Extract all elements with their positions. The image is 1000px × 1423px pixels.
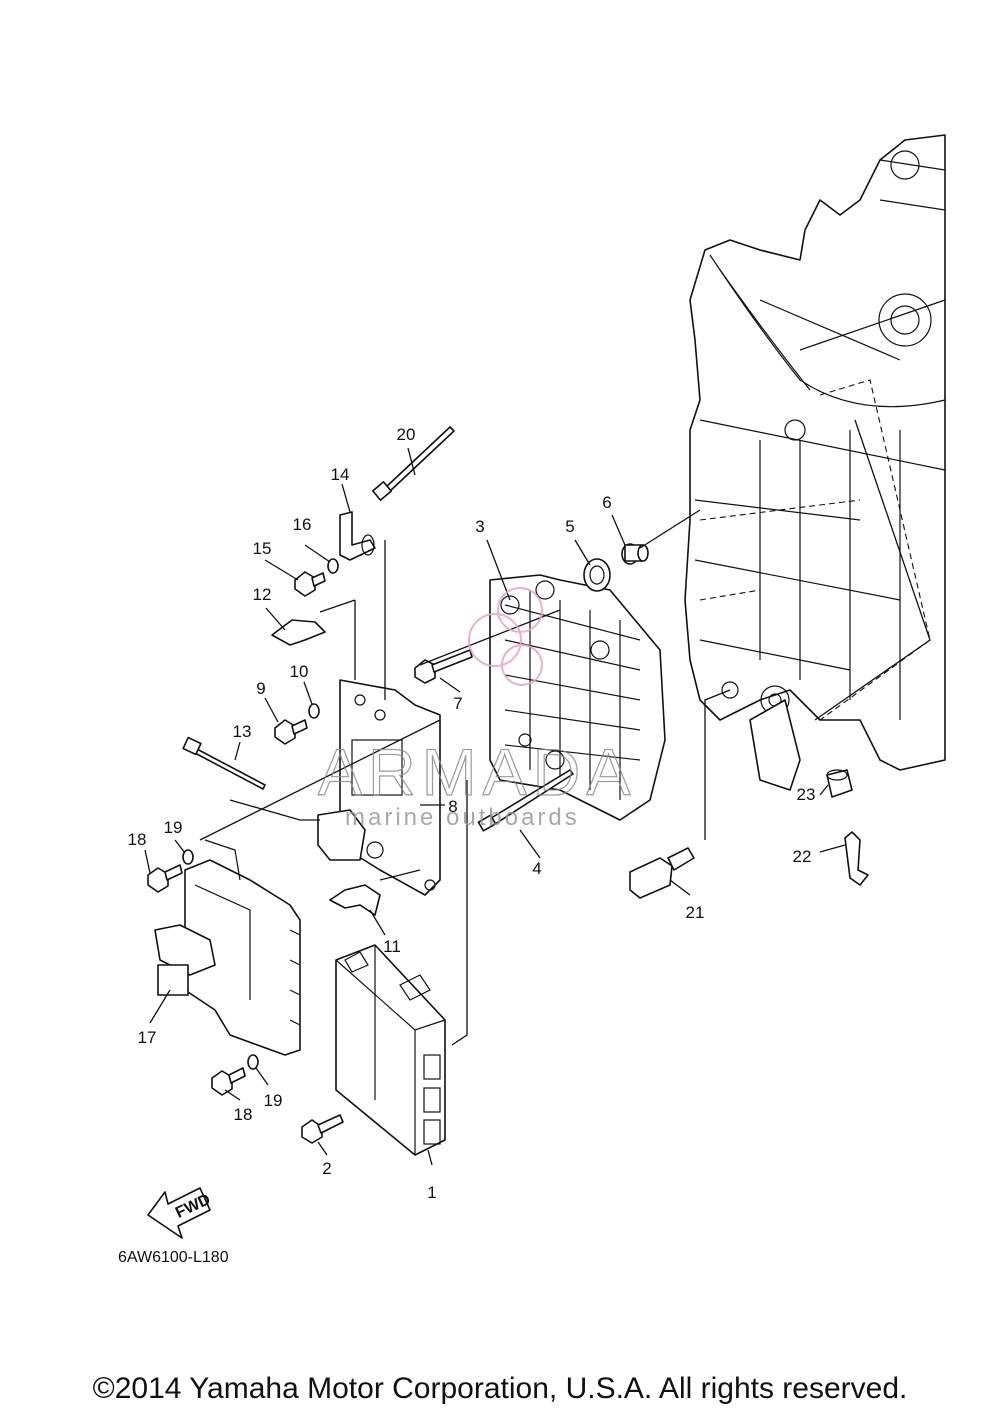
callout-numbers: 1 2 3 4 5 6 7 8 9 10 11 12 13 14 15 16 1…: [128, 425, 816, 1202]
watermark-logo-icon: [468, 587, 543, 686]
part-7-bolt: [414, 649, 473, 684]
callout-10: 10: [290, 662, 309, 681]
callout-2: 2: [322, 1159, 331, 1178]
leader-lines: [144, 419, 931, 1166]
part-13-cable-tie: [182, 736, 266, 790]
callout-16: 16: [293, 515, 312, 534]
callout-23: 23: [797, 785, 816, 804]
part-2-bolt: [301, 1114, 344, 1144]
part-19-washer-upper: [182, 849, 194, 865]
callout-13: 13: [233, 722, 252, 741]
part-4-cable-tie: [477, 769, 574, 832]
part-21-sensor: [629, 847, 695, 899]
watermark-brand: ARMADA: [318, 735, 636, 809]
part-14-clip: [339, 511, 376, 561]
part-8-plate: [317, 679, 441, 896]
callout-18-upper: 18: [128, 830, 147, 849]
callout-8: 8: [448, 797, 457, 816]
callout-18-lower: 18: [234, 1105, 253, 1124]
part-22-sensor: [844, 831, 869, 886]
part-19-washer-lower: [247, 1054, 259, 1070]
callout-9: 9: [256, 679, 265, 698]
part-17-plate: [154, 839, 301, 1056]
callout-6: 6: [602, 493, 611, 512]
callout-7: 7: [453, 694, 462, 713]
callout-19-upper: 19: [164, 818, 183, 837]
part-16-washer: [327, 558, 339, 574]
fwd-arrow: FWD: [147, 1187, 213, 1239]
copyright-notice: ©2014 Yamaha Motor Corporation, U.S.A. A…: [92, 1372, 908, 1405]
watermark-tagline: marine outboards: [345, 804, 580, 831]
callout-5: 5: [565, 517, 574, 536]
callout-21: 21: [686, 903, 705, 922]
part-23-grommet: [826, 769, 853, 798]
callout-14: 14: [331, 465, 350, 484]
part-9-bolt: [274, 719, 308, 745]
drawing-code: 6AW6100-L180: [118, 1249, 229, 1266]
watermark: ARMADA marine outboards: [317, 587, 636, 831]
part-18-bolt-lower: [211, 1067, 246, 1096]
engine-block: [684, 134, 946, 791]
callout-3: 3: [475, 517, 484, 536]
callout-11: 11: [383, 937, 401, 956]
part-11-clamp: [329, 884, 381, 916]
callout-20: 20: [397, 425, 416, 444]
part-1-ecu: [335, 944, 446, 1156]
callout-17: 17: [138, 1028, 157, 1047]
callout-12: 12: [253, 585, 272, 604]
part-18-bolt-upper: [147, 864, 183, 893]
callout-4: 4: [532, 859, 541, 878]
part-10-washer: [308, 703, 320, 719]
part-6-collar: [621, 543, 649, 565]
callout-1: 1: [427, 1183, 436, 1202]
callout-15: 15: [253, 539, 272, 558]
callout-19-lower: 19: [264, 1091, 283, 1110]
part-12-clamp: [271, 619, 326, 646]
part-5-grommet: [583, 558, 611, 592]
part-15-bolt: [294, 571, 326, 597]
callout-22: 22: [793, 847, 812, 866]
part-20-cable-tie: [371, 426, 455, 501]
part-3-bracket: [489, 574, 666, 821]
